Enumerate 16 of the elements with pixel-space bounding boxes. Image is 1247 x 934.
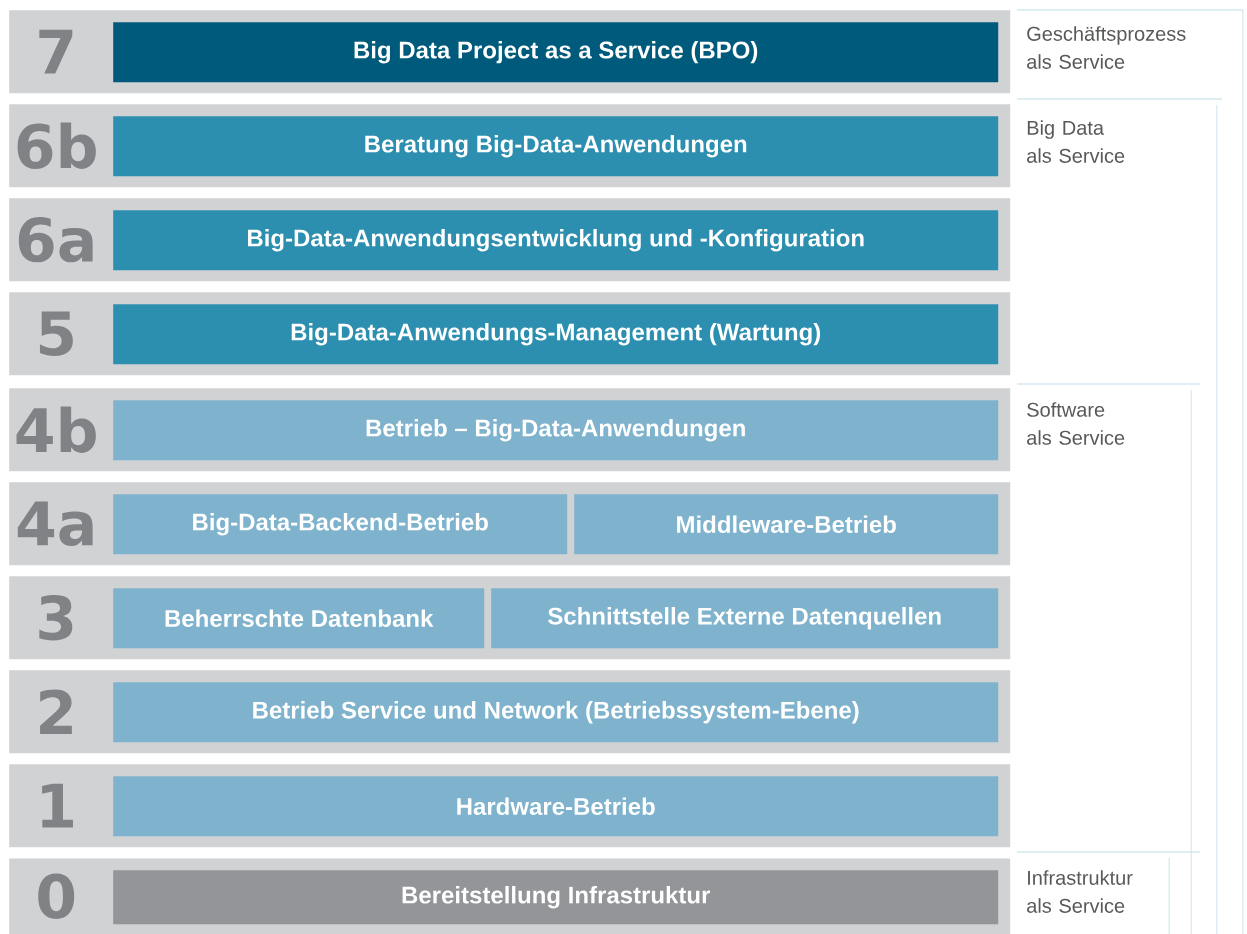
service-box: Middleware-Betrieb xyxy=(574,494,999,555)
service-box: Big-Data-Anwendungsentwicklung und -Konfiguration xyxy=(113,210,999,271)
category-label: Infrastruktur als Service xyxy=(1027,870,1133,913)
service-box: Big Data Project as a Service (BPO) xyxy=(113,22,999,83)
category-label: Geschäftsprozess als Service xyxy=(1027,26,1186,69)
service-box: Big-Data-Anwendungs-Management (Wartung) xyxy=(113,304,999,365)
service-box: Big-Data-Backend-Betrieb xyxy=(113,494,568,555)
category-label: Software als Service xyxy=(1027,402,1125,445)
service-box: Hardware-Betrieb xyxy=(113,776,999,837)
service-box: Beherrschte Datenbank xyxy=(113,588,485,649)
service-box: Beratung Big-Data-Anwendungen xyxy=(113,116,999,177)
service-box: Betrieb Service und Network (Betriebssystem-Ebene) xyxy=(113,682,999,743)
service-box: Bereitstellung Infrastruktur xyxy=(113,870,999,925)
service-box: Betrieb – Big-Data-Anwendungen xyxy=(113,400,999,461)
service-box: Schnittstelle Externe Datenquellen xyxy=(491,588,999,649)
category-label: Big Data als Service xyxy=(1027,120,1125,163)
